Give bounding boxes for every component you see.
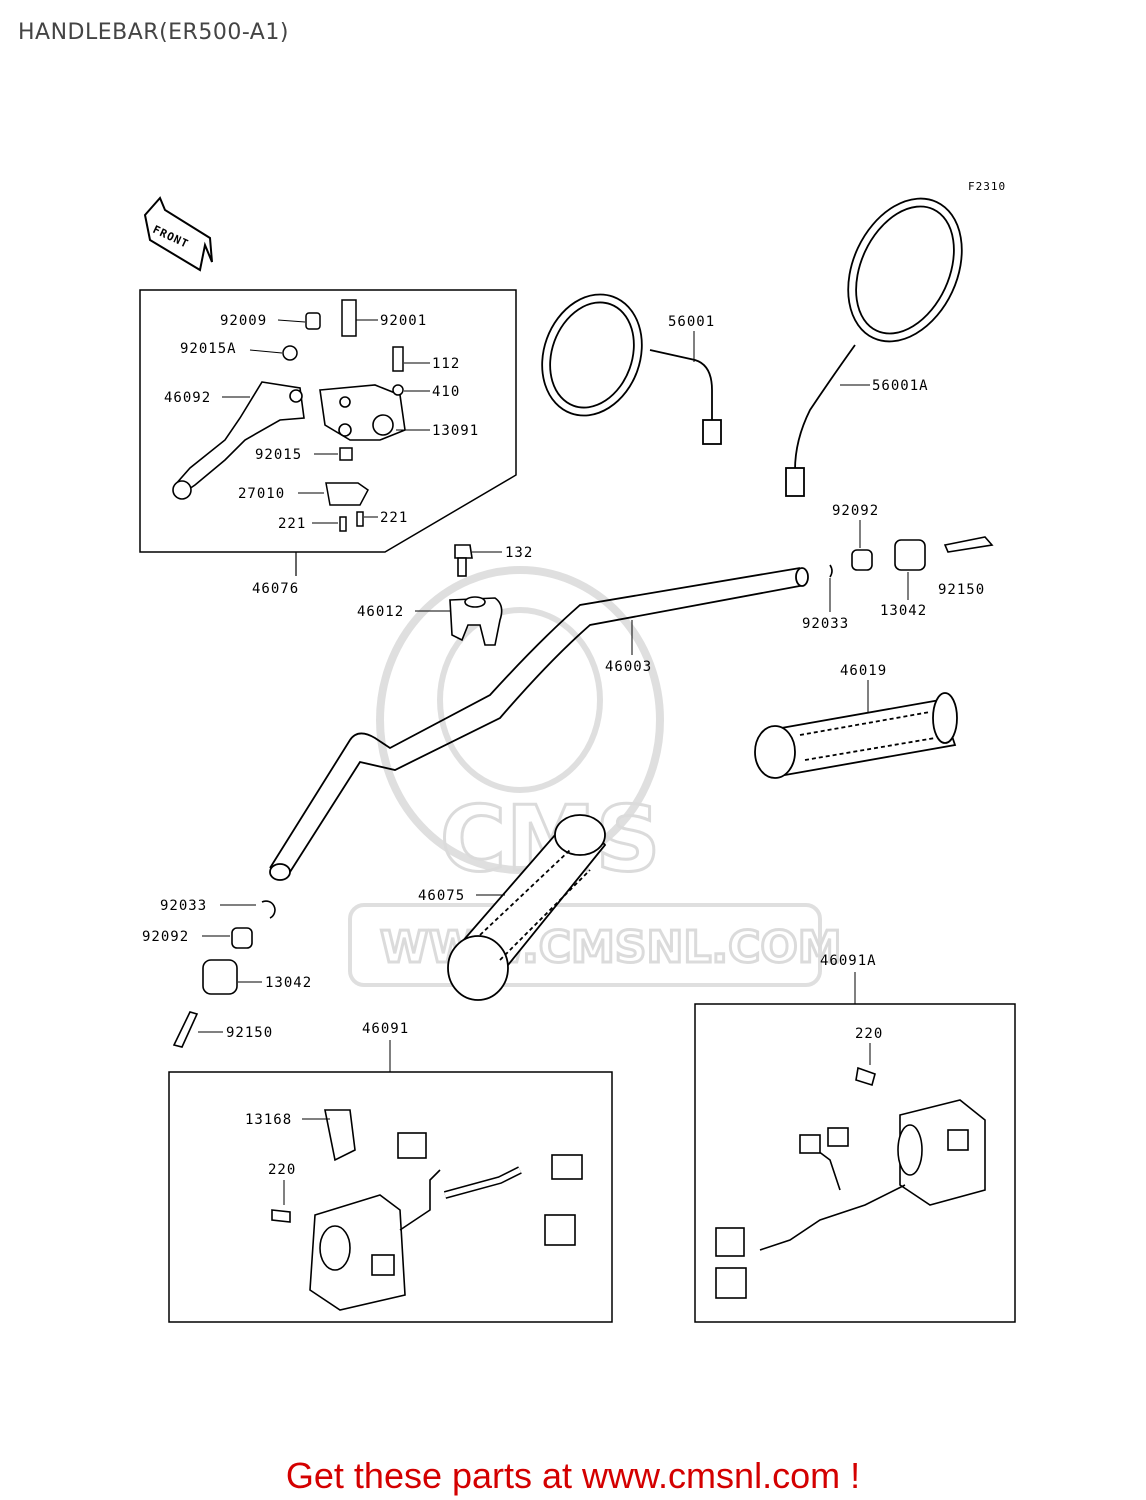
label-13091: 13091 xyxy=(432,423,479,439)
label-92001: 92001 xyxy=(380,313,427,329)
label-46076: 46076 xyxy=(252,581,299,597)
right-switch-housing-icon xyxy=(715,1066,986,1299)
handlebar-icon xyxy=(269,567,809,881)
lever-assembly-box xyxy=(139,289,517,553)
label-221-b: 221 xyxy=(380,510,408,526)
handlebar-clamp-icon xyxy=(449,544,503,646)
label-92033-right: 92033 xyxy=(802,616,849,632)
brake-lever-icon xyxy=(172,381,305,500)
label-46092: 46092 xyxy=(164,390,211,406)
label-13042-right: 13042 xyxy=(880,603,927,619)
label-46019: 46019 xyxy=(840,663,887,679)
label-220-right: 220 xyxy=(855,1026,883,1042)
lever-holder-icon xyxy=(319,384,406,441)
label-46075: 46075 xyxy=(418,888,465,904)
label-92015: 92015 xyxy=(255,447,302,463)
right-bar-end-parts-icon xyxy=(829,536,994,578)
label-46003: 46003 xyxy=(605,659,652,675)
label-92009: 92009 xyxy=(220,313,267,329)
label-13042-left: 13042 xyxy=(265,975,312,991)
label-46091A: 46091A xyxy=(820,953,877,969)
right-grip-icon xyxy=(754,692,958,779)
label-221-a: 221 xyxy=(278,516,306,532)
label-92092-right: 92092 xyxy=(832,503,879,519)
label-92150-right: 92150 xyxy=(938,582,985,598)
page-title: HANDLEBAR(ER500-A1) xyxy=(18,20,289,45)
label-56001A: 56001A xyxy=(872,378,929,394)
label-56001: 56001 xyxy=(668,314,715,330)
footer-cta[interactable]: Get these parts at www.cmsnl.com ! xyxy=(285,1455,861,1496)
figure-code: F2310 xyxy=(968,180,1006,193)
left-bar-end-parts-icon xyxy=(172,900,276,1048)
label-46091: 46091 xyxy=(362,1021,409,1037)
right-mirror-icon xyxy=(785,197,963,497)
screws-icon xyxy=(282,299,404,532)
label-132: 132 xyxy=(505,545,533,561)
label-27010: 27010 xyxy=(238,486,285,502)
left-grip-icon xyxy=(447,814,607,1001)
watermark: CMS WWW.CMSNL.COM xyxy=(348,566,843,987)
label-92033-left: 92033 xyxy=(160,898,207,914)
left-switch-housing-icon xyxy=(271,1109,583,1311)
label-92150-left: 92150 xyxy=(226,1025,273,1041)
label-92015A: 92015A xyxy=(180,341,237,357)
label-46012: 46012 xyxy=(357,604,404,620)
front-arrow-icon: FRONT xyxy=(143,196,213,272)
label-410: 410 xyxy=(432,384,460,400)
parts-diagram: CMS WWW.CMSNL.COM F2310 FRONT 92009 9200 xyxy=(139,180,1016,1323)
label-92092-left: 92092 xyxy=(142,929,189,945)
left-mirror-icon xyxy=(541,293,722,445)
label-112: 112 xyxy=(432,356,460,372)
label-220-left: 220 xyxy=(268,1162,296,1178)
label-13168: 13168 xyxy=(245,1112,292,1128)
